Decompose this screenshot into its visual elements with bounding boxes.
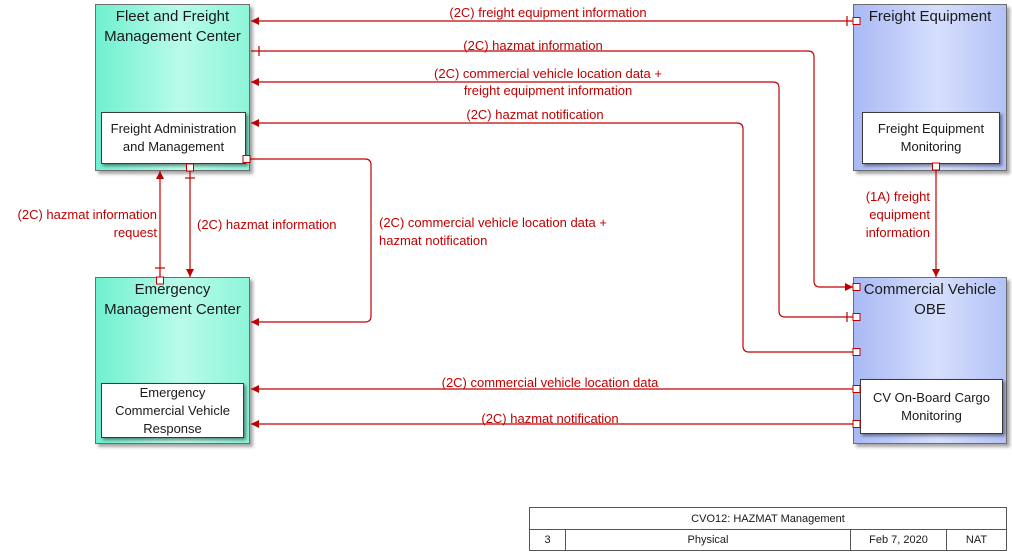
port-square [852, 420, 861, 428]
flow-label-cv-location-hazmat: (2C) commercial vehicle location data +h… [379, 215, 607, 248]
flow-line-hazmat-info-to-obe [251, 50, 853, 291]
footer-page: 3 [530, 529, 566, 550]
flow-label-hazmat-info-obe: (2C) hazmat information [463, 38, 602, 53]
port-square [156, 276, 164, 285]
emergency-management-center[interactable]: Emergency Management Center Emergency Co… [95, 277, 250, 444]
flow-label-hazmat-notification-emergency: (2C) hazmat notification [481, 411, 618, 426]
flow-label-hazmat-notification-fleet: (2C) hazmat notification [466, 107, 603, 122]
flow-label-cv-location-line1: (2C) commercial vehicle location data + [434, 66, 662, 81]
footer-view: Physical [566, 529, 851, 550]
flow-line-hazmat-notification-fleet [251, 119, 853, 353]
fleet-freight-management-center[interactable]: Fleet and Freight Management Center Frei… [95, 4, 250, 171]
flow-line-cv-location-freight-info [251, 78, 853, 318]
commercial-vehicle-obe-title: Commercial Vehicle OBE [863, 281, 997, 318]
commercial-vehicle-obe[interactable]: Commercial Vehicle OBE CV On-Board Cargo… [853, 277, 1007, 444]
port-square [852, 283, 861, 291]
flow-line-cv-location-hazmat-emergency [248, 158, 372, 326]
port-square [852, 313, 861, 321]
fleet-freight-management-center-title: Fleet and Freight Management Center [104, 8, 241, 45]
emergency-commercial-vehicle-response[interactable]: Emergency Commercial Vehicle Response [101, 383, 244, 438]
port-square [932, 162, 940, 171]
port-square [852, 385, 861, 393]
diagram-footer: CVO12: HAZMAT Management 3 Physical Feb … [529, 507, 1007, 551]
flow-label-freight-equipment-info: (2C) freight equipment information [449, 5, 646, 20]
footer-title: CVO12: HAZMAT Management [530, 508, 1006, 530]
port-square [852, 17, 861, 25]
cv-on-board-cargo-monitoring[interactable]: CV On-Board Cargo Monitoring [860, 379, 1003, 434]
footer-date: Feb 7, 2020 [851, 529, 947, 550]
freight-equipment-title: Freight Equipment [868, 8, 992, 25]
flow-label-cv-location-line2: freight equipment information [464, 83, 632, 98]
port-square [242, 155, 251, 163]
flow-label-hazmat-info-emergency: (2C) hazmat information [197, 217, 336, 232]
freight-equipment-monitoring[interactable]: Freight Equipment Monitoring [862, 112, 1000, 164]
freight-administration-and-management[interactable]: Freight Administration and Management [101, 112, 246, 164]
flow-label-cv-location-data: (2C) commercial vehicle location data [442, 375, 660, 390]
port-square [186, 163, 194, 172]
port-square [852, 348, 861, 356]
emergency-management-center-title: Emergency Management Center [104, 281, 241, 318]
freight-equipment[interactable]: Freight Equipment Freight Equipment Moni… [853, 4, 1007, 171]
footer-region: NAT [965, 533, 988, 546]
